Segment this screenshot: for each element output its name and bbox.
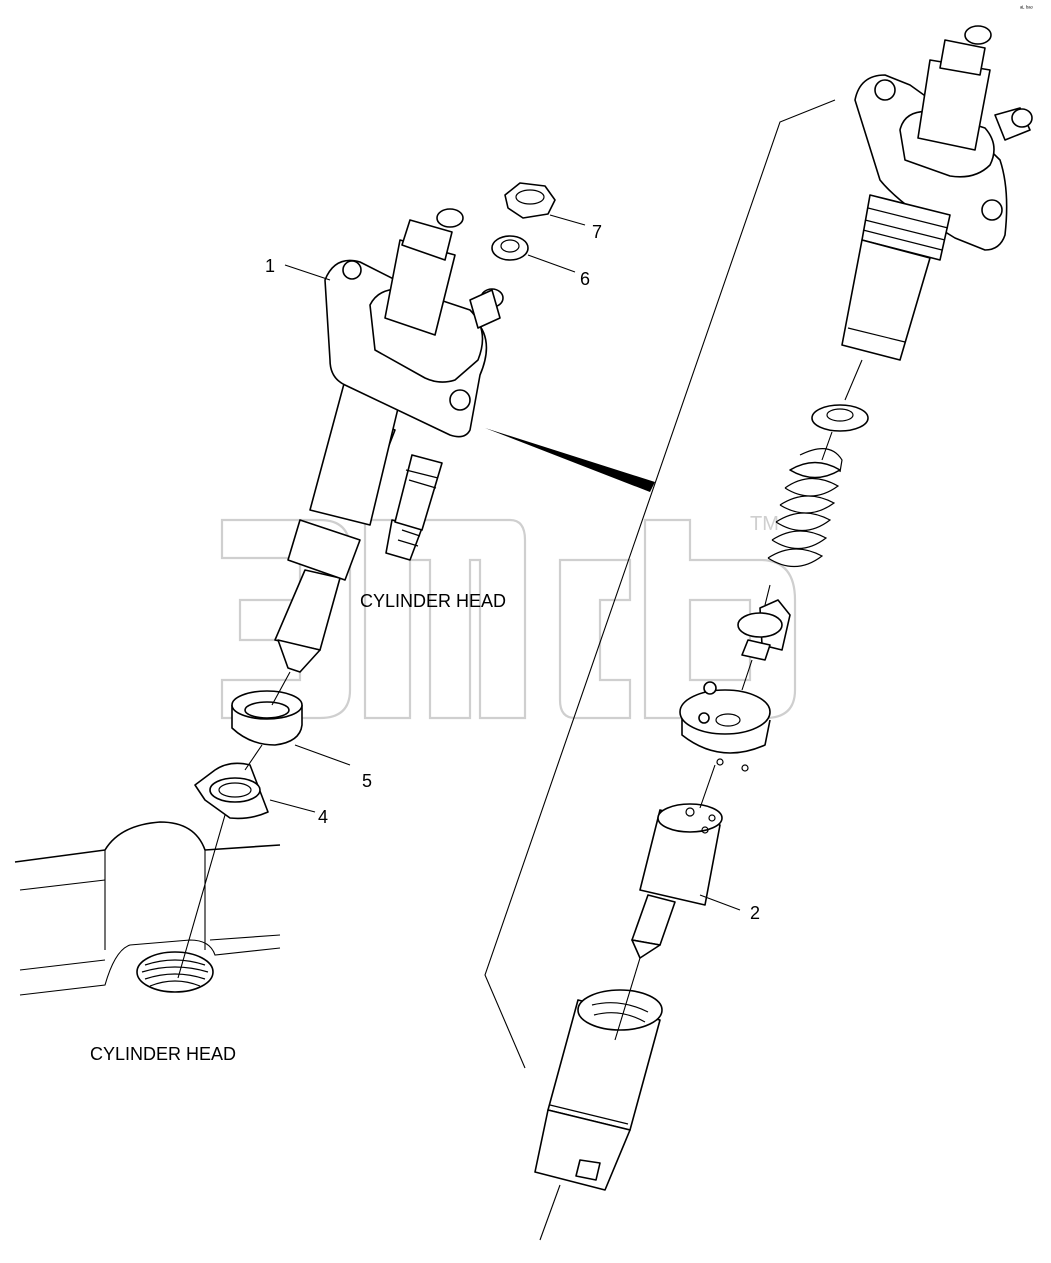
- distance-piece: [679, 681, 771, 772]
- shim-washer: [811, 404, 869, 432]
- leader-7: [549, 214, 586, 226]
- part-7-nut: [504, 182, 556, 219]
- label-part-7: 7: [592, 222, 602, 242]
- cylinder-head-block: [14, 821, 281, 996]
- leader-1: [284, 264, 331, 281]
- label-part-1: 1: [265, 256, 275, 276]
- corner-mark: ᵃᴸ ᵇᵃᵒ: [1020, 5, 1034, 12]
- injector-exploded-right: [841, 25, 1033, 361]
- label-cylinder-head-upper: CYLINDER HEAD: [360, 591, 506, 611]
- detail-bracket: [484, 99, 836, 1069]
- axis-right-2: [821, 431, 833, 461]
- axis-right-4: [741, 659, 753, 691]
- axis-right-1: [844, 359, 863, 401]
- part-4-washer: [194, 762, 269, 820]
- leader-washer-head: [177, 814, 226, 979]
- injector-assembly-left: [274, 208, 504, 673]
- axis-right-7: [539, 1184, 561, 1241]
- leader-5: [294, 744, 351, 766]
- label-part-6: 6: [580, 269, 590, 289]
- watermark-logo: TM: [220, 513, 797, 720]
- leader-6: [527, 254, 576, 273]
- label-part-5: 5: [362, 771, 372, 791]
- axis-right-5: [699, 764, 716, 809]
- axis-right-3: [764, 584, 771, 606]
- detail-callout-wedge: [485, 428, 655, 492]
- axis-ring-washer: [244, 744, 263, 771]
- label-cylinder-head-lower: CYLINDER HEAD: [90, 1044, 236, 1064]
- spring: [767, 448, 843, 568]
- leader-4: [269, 799, 316, 813]
- nozzle-nut: [534, 989, 663, 1191]
- axis-nozzle-ring: [271, 671, 291, 706]
- spring-seat: [737, 599, 791, 661]
- part-2-nozzle: [631, 803, 723, 959]
- label-part-4: 4: [318, 807, 328, 827]
- leader-2: [699, 894, 741, 911]
- part-6-washer: [491, 235, 529, 261]
- axis-right-6: [614, 957, 641, 1041]
- watermark-tm: TM: [750, 513, 779, 535]
- label-part-2: 2: [750, 903, 760, 923]
- part-5-seal-ring: [231, 690, 303, 746]
